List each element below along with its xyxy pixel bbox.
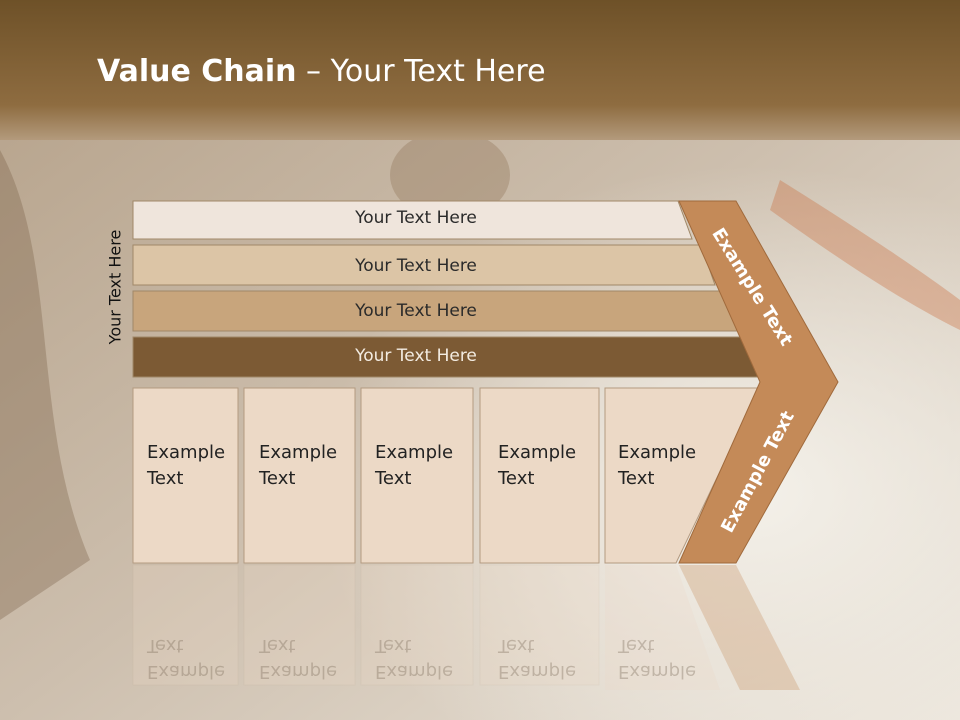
box-1-line1: Example [147, 442, 226, 463]
chevron-arrow [678, 200, 839, 564]
box-2 [243, 387, 356, 564]
box-3-reflection: Example Text [375, 632, 453, 684]
bar-label-1: Your Text Here [355, 208, 477, 228]
chevron-reflection [679, 565, 800, 690]
page-title: Value Chain – Your Text Here [97, 54, 546, 89]
box-2-reflection-line1: Example [259, 661, 338, 682]
box-3-reflection-shape [360, 564, 474, 686]
box-4-reflection-line2: Text [498, 635, 535, 656]
box-3-line2: Text [375, 468, 412, 489]
box-4-reflection-line1: Example [498, 661, 577, 682]
box-2-reflection-line2: Text [259, 635, 296, 656]
bar-label-3: Your Text Here [355, 301, 477, 321]
box-2-line1: Example [259, 442, 338, 463]
box-3-line1: Example [375, 442, 454, 463]
box-5-reflection-line1: Example [618, 661, 697, 682]
title-rest: – Your Text Here [296, 54, 546, 89]
box-5 [604, 387, 761, 564]
bar-label-2: Your Text Here [355, 256, 477, 276]
box-3-reflection-line1: Example [375, 661, 454, 682]
title-bold: Value Chain [97, 54, 297, 89]
box-4 [479, 387, 600, 564]
bar-1 [132, 200, 693, 240]
box-5-reflection-line2: Text [618, 635, 655, 656]
box-1 [132, 387, 239, 564]
box-1-reflection-line2: Text [147, 635, 184, 656]
box-2-reflection-shape [243, 564, 356, 686]
box-1-reflection-line1: Example [147, 661, 226, 682]
box-4-line1: Example [498, 442, 577, 463]
box-4-line2: Text [498, 468, 535, 489]
box-2-line2: Text [259, 468, 296, 489]
box-1-line2: Text [147, 468, 184, 489]
box-5-reflection-shape [605, 565, 720, 690]
box-1-reflection-shape [132, 564, 239, 686]
box-5-line2: Text [618, 468, 655, 489]
box-3-reflection-line2: Text [375, 635, 412, 656]
box-5-reflection: Example Text [618, 632, 696, 684]
box-4-reflection-shape [479, 564, 600, 686]
box-5-line1: Example [618, 442, 697, 463]
box-2-reflection: Example Text [259, 632, 337, 684]
box-1-reflection: Example Text [147, 632, 225, 684]
box-4-reflection: Example Text [498, 632, 576, 684]
box-3 [360, 387, 474, 564]
bar-2 [132, 244, 716, 286]
bar-label-4: Your Text Here [355, 346, 477, 366]
